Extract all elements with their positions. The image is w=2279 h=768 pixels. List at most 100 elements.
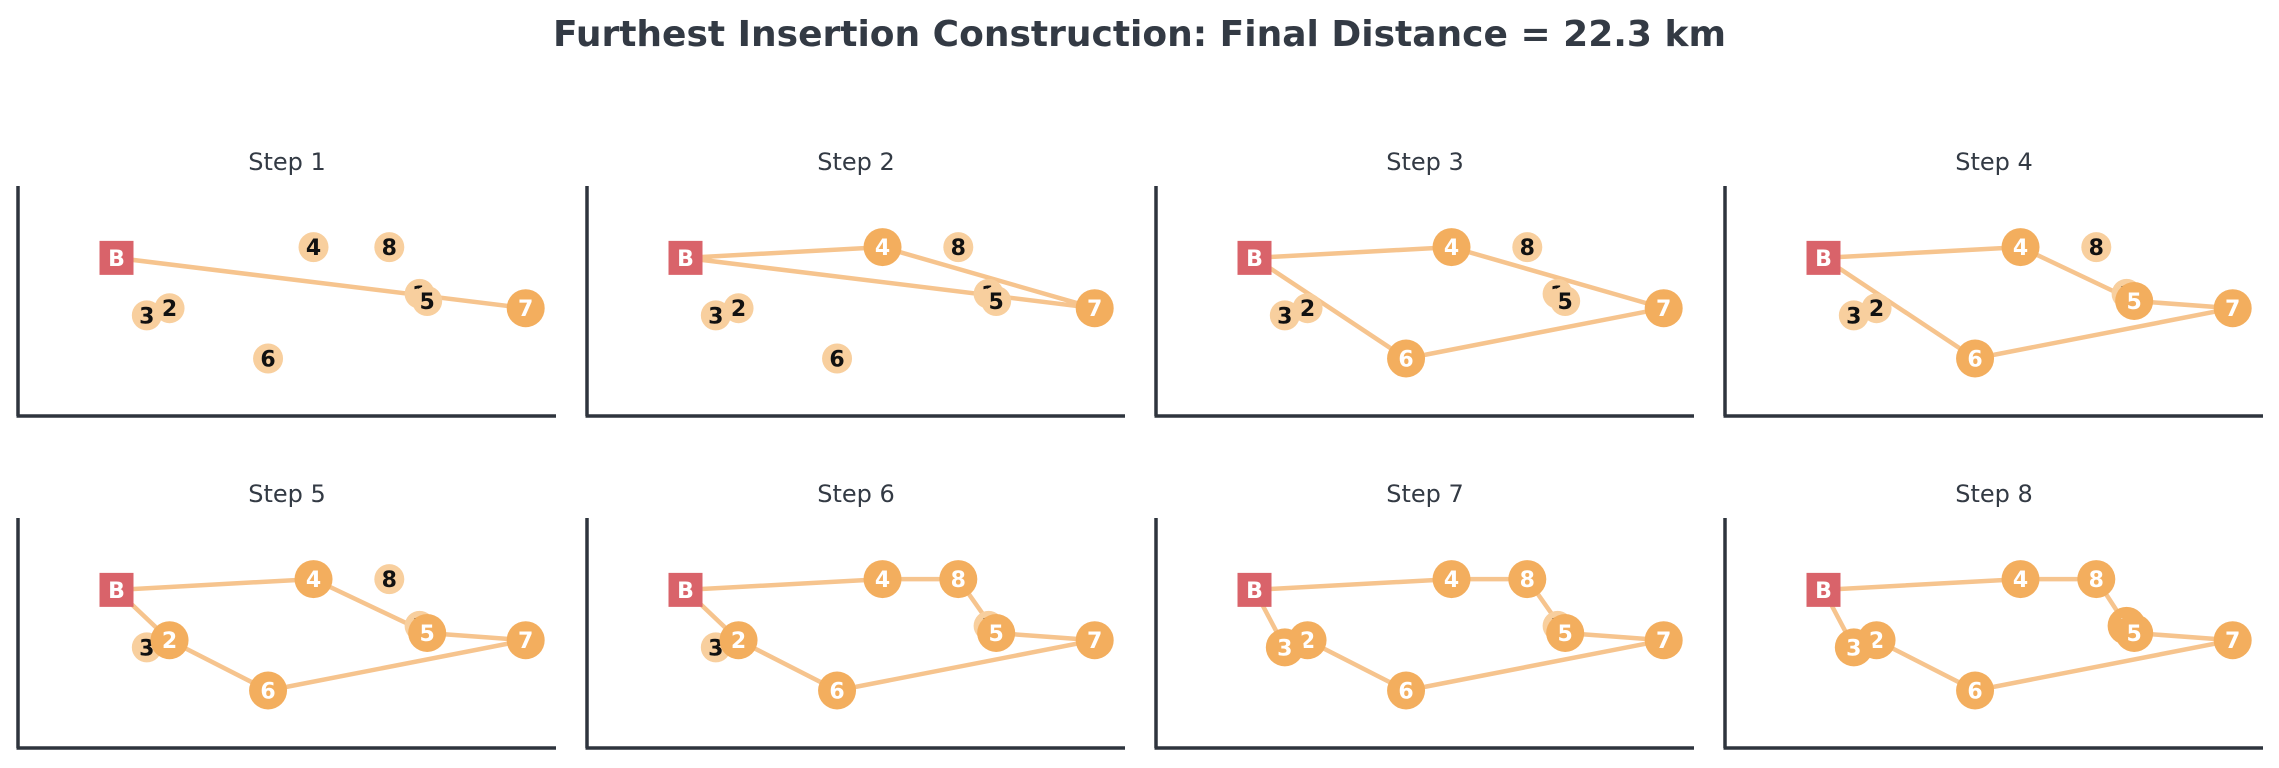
node-label: 5 [420,290,435,315]
node-label: 4 [2013,236,2028,261]
panel-title: Step 4 [1955,148,2033,176]
node-point [2001,228,2040,267]
panel-step-6: Step 613245678B [585,480,1125,750]
node-label: 4 [875,236,890,261]
depot-label: B [1246,579,1263,604]
node-point [2115,614,2154,652]
node-point [150,621,189,660]
depot-marker [1237,572,1272,607]
node-label: 5 [1558,290,1573,315]
node-label: 2 [731,629,746,654]
depot-marker [1806,572,1841,607]
panel-step-8: Step 812345678B [1723,480,2263,750]
node-label: 8 [951,568,966,593]
node-label: 8 [2089,568,2104,593]
node-label: 4 [2013,568,2028,593]
panel-title: Step 6 [817,480,895,508]
node-label: 4 [1444,568,1459,593]
node-point [1269,300,1300,331]
node-point [1512,232,1543,263]
panel-title: Step 2 [817,148,895,176]
panel-step-4: Step 412384567B [1723,148,2263,418]
node-label: 8 [2089,236,2104,261]
depot-label: B [677,247,694,272]
node-label: 3 [708,304,723,329]
node-point [374,564,405,595]
node-label: 3 [1277,304,1292,329]
node-point [412,286,443,316]
node-point [298,232,329,263]
node-label: 7 [1656,297,1671,322]
node-label: 2 [1869,297,1884,322]
node-label: 7 [1087,629,1102,654]
node-point [1956,339,1995,378]
node-label: 4 [306,236,321,261]
node-point [2077,560,2116,599]
depot-label: B [1815,247,1832,272]
node-point [939,560,978,599]
panel-title: Step 5 [248,480,326,508]
node-point [1432,560,1471,599]
depot-label: B [1815,579,1832,604]
node-label: 5 [989,622,1004,647]
depot-label: B [1246,247,1263,272]
panel-title: Step 7 [1386,480,1464,508]
node-label: 6 [1967,348,1982,373]
node-label: 5 [1558,622,1573,647]
panel-step-2: Step 212356847B [585,148,1125,418]
node-label: 4 [306,568,321,593]
node-point [981,286,1012,316]
depot-label: B [108,579,125,604]
node-label: 6 [260,680,275,705]
node-point [2001,560,2040,599]
node-point [977,614,1016,652]
node-point [154,293,185,324]
node-point [1550,286,1581,316]
depot-label: B [677,579,694,604]
node-point [374,232,405,263]
node-label: 7 [2225,629,2240,654]
node-label: 7 [1656,629,1671,654]
depot-marker [99,572,134,607]
panel-title: Step 3 [1386,148,1464,176]
node-point [294,560,333,599]
panel-title: Step 1 [248,148,326,176]
node-label: 6 [1398,348,1413,373]
node-label: 8 [1520,568,1535,593]
node-label: 7 [518,297,533,322]
node-point [1644,289,1683,328]
panel-step-7: Step 712345678B [1154,480,1694,750]
node-point [723,293,754,324]
tour-route-line [1821,244,2235,361]
depot-marker [1806,240,1841,275]
node-label: 6 [829,680,844,705]
node-point [2213,621,2252,660]
node-point [1387,339,1426,378]
node-point [2213,289,2252,328]
node-point [1265,628,1304,667]
node-label: 2 [162,297,177,322]
node-label: 6 [260,348,275,373]
node-point [1644,621,1683,660]
node-point [1387,671,1426,710]
node-point [1956,671,1995,710]
depot-label: B [108,247,125,272]
node-point [253,343,284,374]
depot-marker [1237,240,1272,275]
node-point [1834,628,1873,667]
panels: Step 112345687BStep 212356847BStep 31235… [16,148,2263,750]
node-label: 4 [1444,236,1459,261]
node-point [719,621,758,660]
node-point [1075,289,1114,328]
node-point [700,300,731,331]
node-label: 7 [1087,297,1102,322]
node-label: 2 [1300,297,1315,322]
depot-marker [668,572,703,607]
node-label: 3 [139,304,154,329]
node-label: 2 [162,629,177,654]
depot-marker [668,240,703,275]
node-point [1508,560,1547,599]
node-label: 3 [1846,636,1861,661]
node-point [822,343,853,374]
